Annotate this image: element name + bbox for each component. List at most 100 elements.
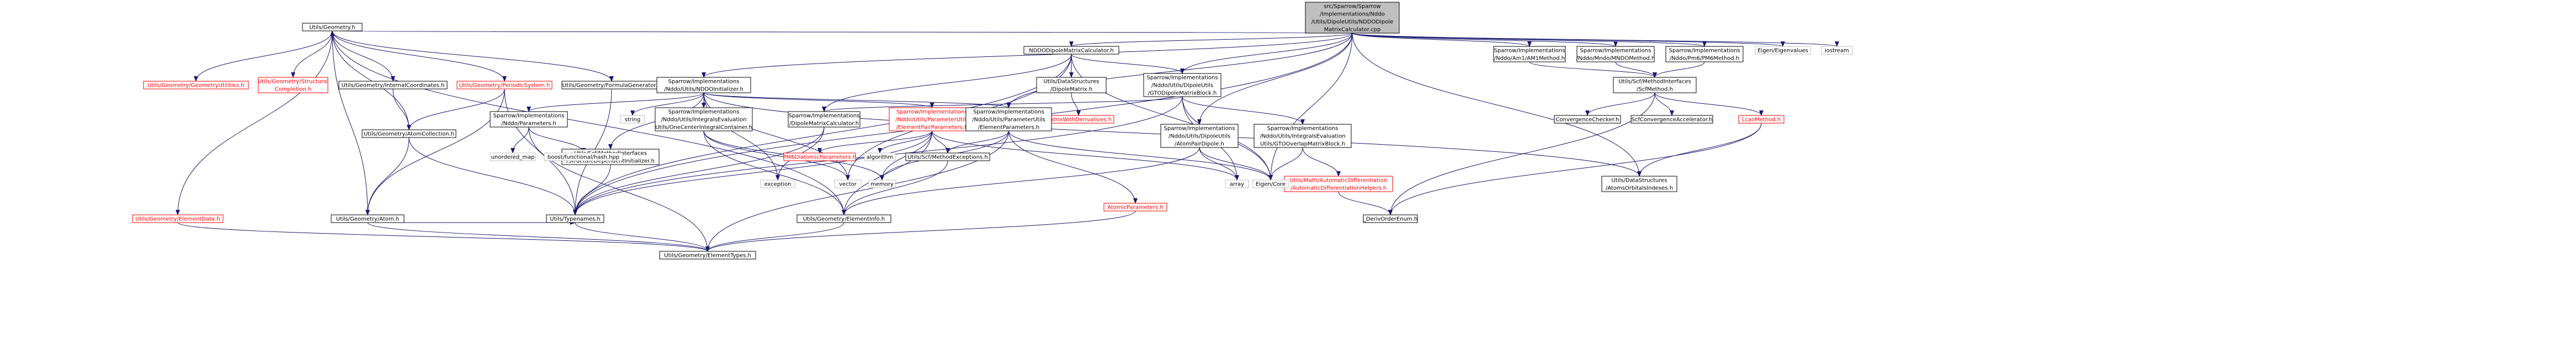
- edge-nddo_initializer-to-element_pair_params: [703, 92, 934, 108]
- edge-geometry_h-to-geom_formula: [332, 30, 614, 82]
- node-box-string: [620, 115, 645, 124]
- edge-mndo_method-to-scf_method_interfaces: [1615, 61, 1657, 78]
- node-label-element_info-line-0: Utils/Geometry/ElementInfo.h: [803, 217, 885, 223]
- node-eigen_core[interactable]: Eigen/Core: [1252, 180, 1289, 188]
- node-nddo_parameters[interactable]: Sparrow/Implementations/Nddo/Parameters.…: [490, 111, 568, 128]
- edge-geom_periodic-to-typenames: [504, 88, 577, 215]
- node-label-g_dipole_block-line-1: /Nddo/Utils/DipoleUtils: [1151, 83, 1213, 89]
- node-geom_formula[interactable]: Utils/Geometry/FormulaGenerator.h: [561, 81, 662, 89]
- node-element_info[interactable]: Utils/Geometry/ElementInfo.h: [796, 214, 891, 223]
- edge-data_dipole_matrix-to-matrix_derivatives: [1071, 92, 1081, 116]
- node-label-geom_utilities-line-0: Utils/Geometry/GeometryUtilities.h: [147, 83, 245, 89]
- node-boost_hash[interactable]: boost/functional/hash.hpp: [544, 152, 623, 161]
- node-pm6_diatomic[interactable]: PM6DiatomicParameters.h: [783, 152, 856, 161]
- node-element_pair_params[interactable]: Sparrow/Implementations/Nddo/Utils/Param…: [889, 107, 975, 131]
- node-label-atom_pair_dipole-line-2: /AtomPairDipole.h: [1175, 141, 1224, 147]
- node-am1_method[interactable]: Sparrow/Implementations/Nddo/Am1/AM1Meth…: [1493, 46, 1566, 62]
- edge-lcao_method-to-orbital_indexes: [1637, 123, 1762, 177]
- edge-gto_overlap_block-to-eigen_core: [1268, 147, 1303, 181]
- node-orbital_indexes[interactable]: Utils/DataStructures/AtomsOrbitalsIndexe…: [1601, 176, 1677, 192]
- node-label-geom_internal-line-0: Utils/Geometry/InternalCoordinates.h: [342, 83, 445, 89]
- node-g_dipole_block[interactable]: Sparrow/Implementations/Nddo/Utils/Dipol…: [1143, 73, 1221, 97]
- node-label-g_dipole_block-line-2: /GTODipoleMatrixBlock.h: [1148, 91, 1217, 97]
- node-atom_pair_dipole[interactable]: Sparrow/Implementations/Nddo/Utils/Dipol…: [1160, 124, 1239, 148]
- node-label-nddo_parameters-line-1: /Nddo/Parameters.h: [501, 121, 556, 127]
- edge-geometry_h-to-atom_h: [332, 30, 370, 215]
- node-scf_exceptions[interactable]: Utils/Scf/MethodExceptions.h: [905, 152, 990, 161]
- node-label-data_dipole_matrix-line-1: /DipoleMatrix.h: [1050, 87, 1092, 93]
- node-box-boost_hash: [544, 152, 623, 161]
- node-data_dipole_matrix[interactable]: Utils/DataStructures/DipoleMatrix.h: [1036, 77, 1107, 93]
- node-matrix_derivatives[interactable]: MatrixWithDerivatives.h: [1043, 115, 1114, 124]
- node-iostream[interactable]: iostream: [1821, 46, 1853, 55]
- node-exception[interactable]: exception: [760, 180, 795, 188]
- node-label-element_params-line-2: /ElementParameters.h: [978, 125, 1040, 131]
- node-atom_params[interactable]: AtomicParameters.h: [1103, 203, 1167, 212]
- node-root[interactable]: src/Sparrow/Sparrow/Implementations/Nddo…: [1305, 2, 1400, 34]
- node-label-mndo_method-line-1: /Nddo/Mndo/MNDOMethod.h: [1576, 56, 1655, 62]
- node-atom_h[interactable]: Utils/Geometry/Atom.h: [331, 214, 405, 223]
- node-nddo_dipole_calc[interactable]: NDDODipoleMatrixCalculator.h: [1023, 46, 1119, 55]
- node-label-vector-line-0: vector: [839, 182, 857, 188]
- node-auto_diff_helpers[interactable]: Utils/Math/AutomaticDifferentiation/Auto…: [1284, 176, 1393, 192]
- node-box-eigenvalues: [1755, 46, 1811, 55]
- node-label-dipole_calc_h-line-0: Sparrow/Implementations: [789, 113, 860, 119]
- node-label-structure_dep_init-line-1: /StructureDependentInitializer.h: [566, 159, 655, 165]
- node-typenames[interactable]: Utils/Typenames.h: [546, 214, 604, 223]
- node-element_types[interactable]: Utils/Geometry/ElementTypes.h: [659, 251, 756, 260]
- node-label-typenames-line-0: Utils/Typenames.h: [550, 217, 600, 223]
- node-label-geometry_h-line-0: Utils/Geometry.h: [309, 25, 355, 31]
- node-deriv_order_enum[interactable]: _DerivOrderEnum.h: [1363, 214, 1418, 223]
- node-geom_internal[interactable]: Utils/Geometry/InternalCoordinates.h: [338, 81, 448, 89]
- node-label-one_center_integral-line-1: /Nddo/Utils/IntegralsEvaluation: [661, 117, 746, 123]
- node-box-atom_pair_dipole: [1160, 124, 1239, 148]
- node-pm6_method[interactable]: Sparrow/Implementations/Nddo/Pm6/PM6Meth…: [1665, 46, 1744, 62]
- node-label-scf_method_interfaces-line-1: /ScfMethod.h: [1637, 87, 1673, 93]
- node-element_params[interactable]: Sparrow/Implementations/Nddo/Utils/Param…: [965, 107, 1052, 131]
- node-array[interactable]: array: [1225, 180, 1249, 188]
- node-label-root-line-0: src/Sparrow/Sparrow: [1324, 4, 1380, 10]
- node-label-mndo_method-line-0: Sparrow/Implementations: [1580, 48, 1651, 54]
- node-string[interactable]: string: [620, 115, 645, 124]
- dependency-edges: [176, 30, 1839, 252]
- node-geometry_h[interactable]: Utils/Geometry.h: [302, 23, 363, 31]
- node-label-memory-line-0: memory: [870, 182, 894, 188]
- edge-g_dipole_block-to-gto_overlap_block: [1182, 96, 1305, 125]
- node-convergence_checker[interactable]: ConvergenceChecker.h: [1554, 115, 1621, 124]
- node-box-am1_method: [1493, 46, 1566, 62]
- node-eigenvalues[interactable]: Eigen/Eigenvalues: [1755, 46, 1811, 55]
- node-one_center_integral[interactable]: Sparrow/Implementations/Nddo/Utils/Integ…: [655, 107, 753, 131]
- node-algorithm[interactable]: algorithm: [864, 152, 896, 161]
- edge-geom_periodic-to-atom_collection: [407, 88, 505, 130]
- node-dipole_calc_h[interactable]: Sparrow/Implementations/DipoleMatrixCalc…: [788, 111, 861, 128]
- node-gto_overlap_block[interactable]: Sparrow/Implementations/Nddo/Utils/Integ…: [1254, 124, 1352, 148]
- node-geom_periodic[interactable]: Utils/Geometry/PeriodicSystem.h: [456, 81, 553, 89]
- node-atom_collection[interactable]: Utils/Geometry/AtomCollection.h: [362, 129, 456, 138]
- edge-pm6_method-to-scf_method_interfaces: [1653, 61, 1705, 78]
- node-label-pm6_method-line-1: /Nddo/Pm6/PM6Method.h: [1670, 56, 1740, 62]
- node-nddo_initializer[interactable]: Sparrow/Implementations/Nddo/Utils/NDDOI…: [656, 77, 751, 93]
- node-box-scf_exceptions: [905, 152, 990, 161]
- node-element_data[interactable]: Utils/Geometry/ElementData.h: [132, 214, 224, 223]
- edge-atom_collection-to-typenames: [408, 137, 577, 215]
- node-unordered_map[interactable]: unordered_map: [490, 152, 536, 161]
- node-lcao_method[interactable]: LcaoMethod.h: [1738, 115, 1784, 124]
- node-mndo_method[interactable]: Sparrow/Implementations/Nddo/Mndo/MNDOMe…: [1576, 46, 1655, 62]
- node-box-geometry_h: [302, 23, 363, 31]
- node-geom_utilities[interactable]: Utils/Geometry/GeometryUtilities.h: [143, 81, 249, 89]
- node-memory[interactable]: memory: [868, 180, 896, 188]
- node-vector[interactable]: vector: [834, 180, 862, 188]
- node-label-geom_structural-line-0: Utils/Geometry/Structural: [258, 79, 328, 85]
- node-label-array-line-0: array: [1230, 182, 1244, 188]
- node-label-data_dipole_matrix-line-0: Utils/DataStructures: [1044, 79, 1100, 85]
- node-box-nddo_initializer: [656, 77, 751, 93]
- node-scf_convergence_acc[interactable]: ScfConvergenceAccelerator.h: [1630, 115, 1713, 124]
- node-label-gto_overlap_block-line-2: Utils/GTOOverlapMatrixBlock.h: [1260, 141, 1345, 147]
- node-scf_method_interfaces[interactable]: Utils/Scf/MethodInterfaces/ScfMethod.h: [1613, 77, 1697, 93]
- node-label-root-line-1: /Implementations/Nddo: [1320, 12, 1385, 18]
- node-label-matrix_derivatives-line-0: MatrixWithDerivatives.h: [1045, 117, 1112, 123]
- edge-dipole_calc_h-to-typenames: [573, 126, 825, 215]
- node-box-exception: [760, 180, 795, 188]
- node-label-one_center_integral-line-0: Sparrow/Implementations: [668, 109, 740, 115]
